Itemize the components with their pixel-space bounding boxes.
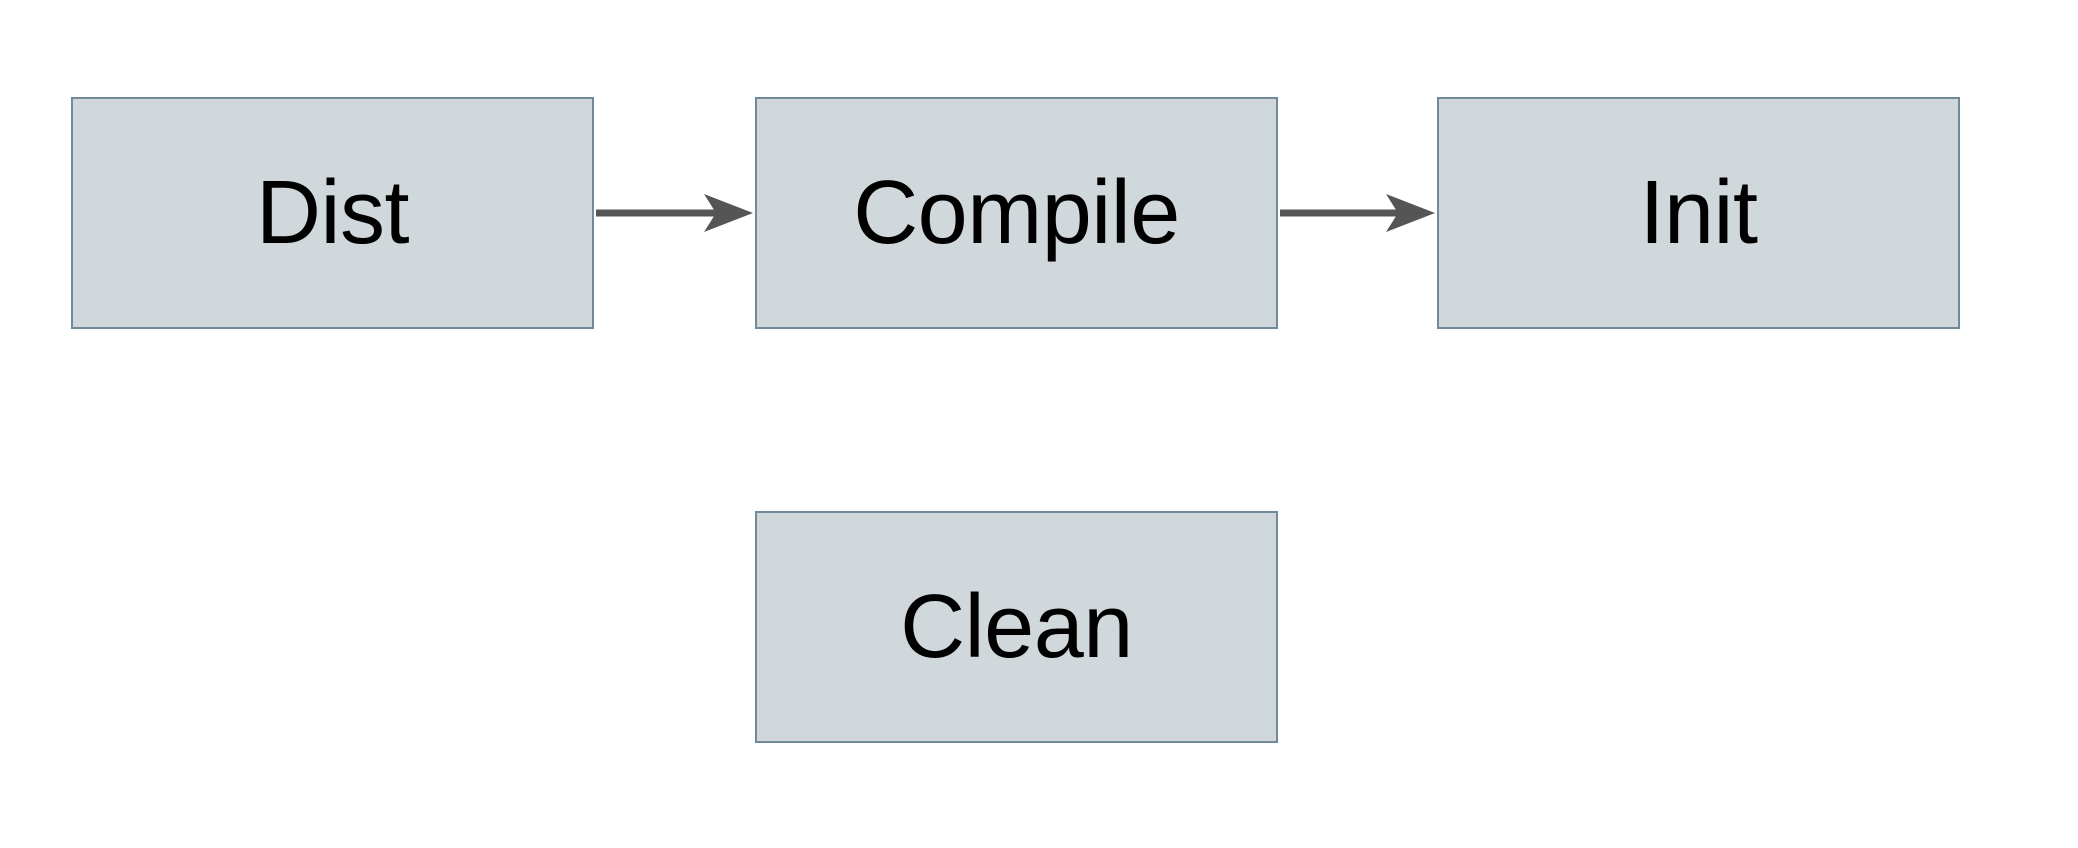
node-init-label: Init <box>1639 163 1758 263</box>
node-clean[interactable]: Clean <box>755 511 1278 743</box>
node-compile[interactable]: Compile <box>755 97 1278 329</box>
arrow-head-icon <box>1386 194 1435 232</box>
arrow-head-icon <box>704 194 753 232</box>
arrow-compile-to-init[interactable] <box>1280 194 1435 232</box>
node-dist-label: Dist <box>256 163 410 263</box>
arrow-dist-to-compile[interactable] <box>596 194 753 232</box>
node-clean-label: Clean <box>900 577 1133 677</box>
node-dist[interactable]: Dist <box>71 97 594 329</box>
node-init[interactable]: Init <box>1437 97 1960 329</box>
node-compile-label: Compile <box>853 163 1180 263</box>
